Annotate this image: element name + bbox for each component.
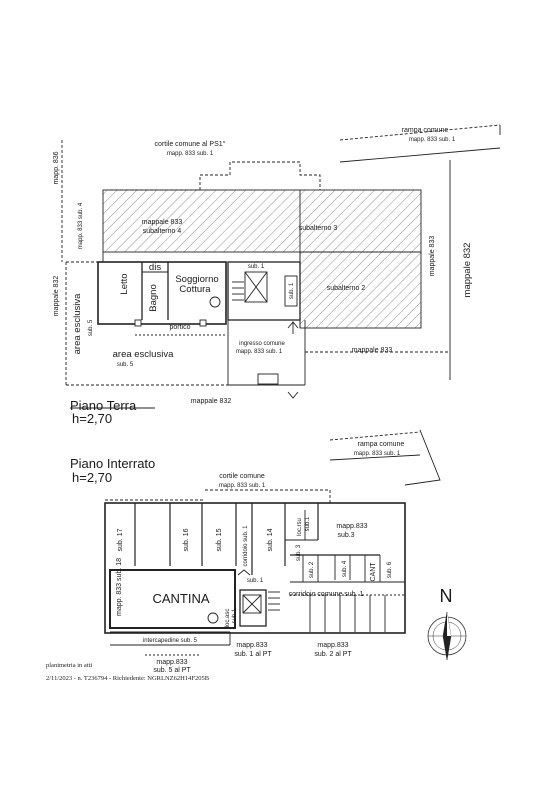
cottura-label: Cottura	[179, 284, 211, 295]
mappale-832-right: mappale 832	[462, 243, 473, 298]
portico-label: portico	[169, 324, 190, 331]
sub-2-pt-label: sub. 2 al PT	[314, 651, 352, 658]
mappale-832-bottom: mappale 832	[191, 398, 232, 405]
dis-label: dis	[149, 262, 161, 273]
mappale-833-label: mappale 833	[142, 219, 183, 226]
mapp-836-label: mapp. 836	[53, 151, 60, 184]
basement-cortile-ref: mapp. 833 sub. 1	[219, 483, 266, 489]
subalterno-4-label: subalterno 4	[143, 228, 182, 235]
cantina-label: CANTINA	[152, 591, 209, 606]
mapp-833-a-label: mapp.833	[156, 659, 187, 666]
sub-6-label: sub. 6	[387, 561, 393, 578]
basement-rampa-label: rampa comune	[358, 441, 405, 448]
sub-16-label: sub. 16	[183, 528, 190, 551]
sub-15-label: sub. 15	[216, 528, 223, 551]
mapp-833-right-label: mapp.833	[336, 523, 367, 530]
cant-label: CANT	[370, 562, 377, 582]
sub-17-label: sub. 17	[117, 528, 124, 551]
footer-note: planimetria in atti	[46, 662, 93, 669]
soggiorno-label: Soggiorno	[175, 274, 218, 285]
sub-2-label: sub. 2	[309, 561, 315, 578]
mappale-832-left: mappale 832	[53, 276, 60, 317]
ground-floor-title: Piano Terra	[70, 398, 137, 413]
sub-14-label: sub. 14	[267, 528, 274, 551]
mappale-833-bottom: mappale 833	[352, 347, 393, 354]
letto-label: Letto	[119, 273, 130, 294]
mapp-833-c-label: mapp.833	[317, 642, 348, 649]
intercapedine-label: intercapedine sub. 5	[143, 638, 198, 644]
north-arrow-icon: N	[427, 586, 467, 661]
subalterno-3-label: subalterno 3	[299, 225, 338, 232]
sub-5-label: sub. 5	[117, 362, 134, 368]
corridoio-sub1-vertical: corridoio sub. 1	[243, 525, 249, 567]
mappale-833-vertical: mappale 833	[429, 236, 436, 277]
subalterno-2-label: subalterno 2	[327, 285, 366, 292]
cortile-label: cortile comune al PS1°	[155, 140, 226, 148]
mapp-833-b-label: mapp.833	[236, 642, 267, 649]
sub-1-pt-label: sub. 1 al PT	[234, 651, 272, 658]
mapp-833-sub4-vertical: mapp. 833 sub. 4	[78, 202, 84, 249]
loc-asc-sub-label: sub.1	[232, 608, 238, 623]
ground-floor-height: h=2,70	[72, 411, 112, 426]
sub-5-vertical: sub. 5	[88, 319, 94, 336]
sub-1-label: sub. 1	[247, 578, 264, 584]
loc-ascensore-label: loc.asc	[225, 609, 231, 628]
bagno-label: Bagno	[148, 284, 159, 311]
ingresso-label: ingresso comune	[239, 341, 285, 347]
sub-1-stair-label: sub. 1	[248, 264, 265, 270]
basement-labels: Piano Interrato h=2,70 rampa comune mapp…	[70, 441, 404, 674]
sub-3-label: sub. 3	[296, 544, 302, 561]
area-esclusiva-label: area esclusiva	[113, 349, 174, 360]
ingresso-ref-label: mapp. 833 sub. 1	[236, 349, 283, 355]
basement-rampa-ref: mapp. 833 sub. 1	[354, 451, 401, 457]
footer-request: 2/11/2023 - n. T236794 - Richiedente: NG…	[46, 675, 210, 682]
sub-3-right-label: sub.3	[337, 532, 354, 539]
rampa-ref-label: mapp. 833 sub. 1	[409, 137, 456, 143]
rampa-label: rampa comune	[402, 127, 449, 134]
basement-cortile-label: cortile comune	[219, 473, 265, 480]
loc-rsu-label: loc.rsu	[297, 518, 303, 536]
corridoio-comune-label: corridoio comune sub. 1	[289, 591, 364, 598]
basement-title: Piano Interrato	[70, 456, 155, 471]
ground-floor-labels: cortile comune al PS1° mapp. 833 sub. 1 …	[53, 127, 473, 426]
area-esclusiva-vertical: area esclusiva	[72, 293, 83, 354]
mapp-833-sub18-vertical: mapp. 833 sub. 18	[116, 558, 123, 616]
ground-floor-plan	[61, 124, 501, 409]
basement-plan	[104, 429, 441, 656]
north-label: N	[440, 586, 453, 606]
basement-height: h=2,70	[72, 470, 112, 485]
sub-1-vertical-label: sub. 1	[289, 282, 295, 299]
loc-rsu-sub-label: sub.1	[305, 516, 311, 531]
sub-5-pt-label: sub. 5 al PT	[153, 667, 191, 674]
cortile-ref-label: mapp. 833 sub. 1	[167, 151, 214, 157]
sub-4-label: sub. 4	[342, 560, 348, 577]
